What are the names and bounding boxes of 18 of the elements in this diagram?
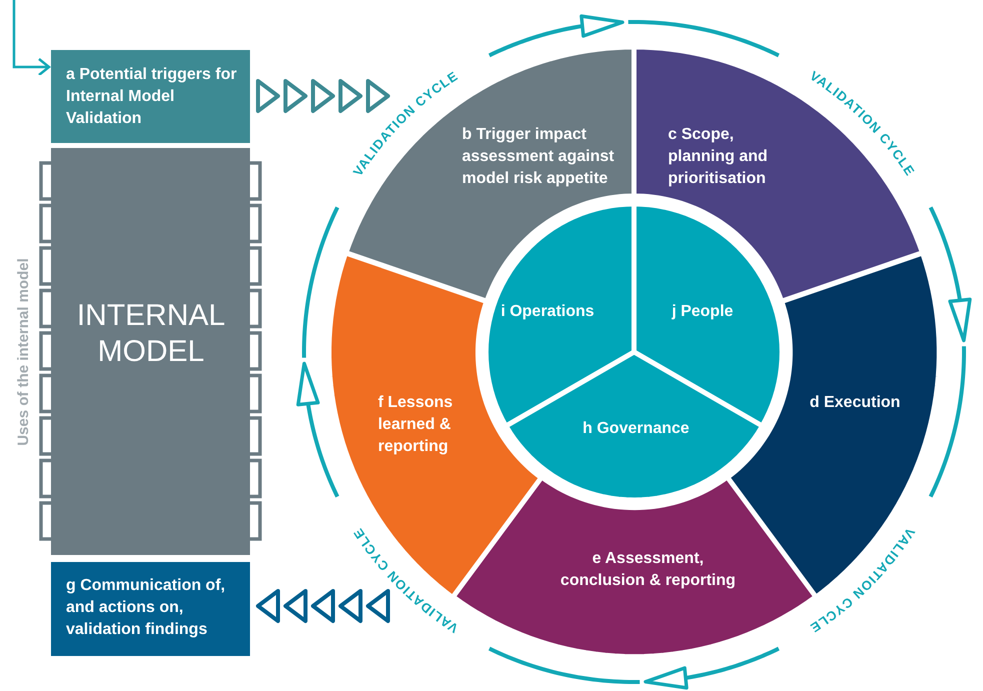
segment-label: e Assessment, conclusion & reporting	[559, 548, 737, 591]
process-box	[51, 50, 250, 143]
model-panel	[51, 148, 250, 555]
segment-label: j People	[670, 302, 734, 322]
segment-label: c Scope, planning and prioritisation	[668, 125, 769, 189]
box-label: g Communication of, and actions on, validation findings	[66, 576, 226, 640]
segment-label: h Governance	[582, 419, 690, 439]
arrow	[12, 0, 50, 76]
segment-label: i Operations	[500, 302, 596, 322]
box-label: a Potential triggers for Internal Model Validation	[66, 65, 238, 129]
segment-label: b Trigger impact assessment against model risk appetite	[462, 125, 616, 189]
chevron-arrow	[256, 79, 390, 113]
box-label: INTERNAL MODEL	[76, 298, 226, 370]
side-caption: Uses of the internal model	[14, 256, 33, 448]
segment-label: f Lessons learned & reporting	[378, 392, 454, 457]
chevron-arrow	[256, 589, 390, 623]
segment-label: d Execution	[808, 392, 902, 413]
process-box	[51, 562, 250, 656]
